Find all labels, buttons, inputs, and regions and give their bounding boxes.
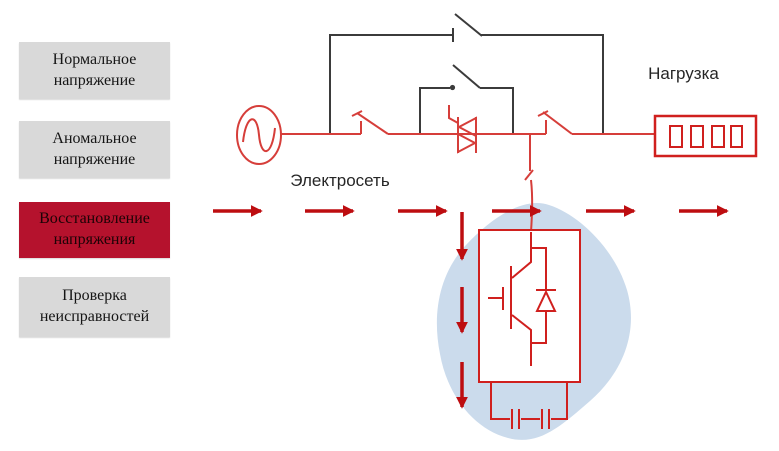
ac-line bbox=[236, 105, 655, 249]
dc-link-capacitors-icon bbox=[490, 382, 568, 429]
step-label: Проверка неисправностей bbox=[39, 287, 150, 325]
triac-icon bbox=[448, 105, 478, 154]
igbt-icon bbox=[488, 232, 532, 366]
ac-source-icon bbox=[236, 105, 282, 165]
load-label: Нагрузка bbox=[648, 64, 719, 83]
igbt-box bbox=[478, 229, 581, 383]
step-label: Нормальное напряжение bbox=[52, 50, 137, 89]
line-breaker-left-icon bbox=[351, 110, 389, 135]
step-abnormal-voltage: Аномальное напряжение bbox=[19, 121, 170, 178]
converter-block bbox=[478, 229, 581, 429]
grid-label: Электросеть bbox=[290, 171, 390, 190]
step-label: Восстановление напряжения bbox=[39, 210, 150, 248]
outer-bypass-switch-icon bbox=[329, 13, 604, 134]
step-label: Аномальное напряжение bbox=[52, 129, 137, 168]
step-fault-check: Проверка неисправностей bbox=[19, 277, 170, 337]
line-breaker-right-icon bbox=[537, 110, 573, 135]
load-icon bbox=[653, 114, 758, 158]
step-normal-voltage: Нормальное напряжение bbox=[19, 42, 170, 99]
step-voltage-restoration: Восстановление напряжения bbox=[19, 202, 170, 258]
freewheel-diode-icon bbox=[531, 247, 557, 344]
inner-bypass-switch-icon bbox=[419, 64, 514, 133]
bypass-branches bbox=[329, 13, 604, 134]
